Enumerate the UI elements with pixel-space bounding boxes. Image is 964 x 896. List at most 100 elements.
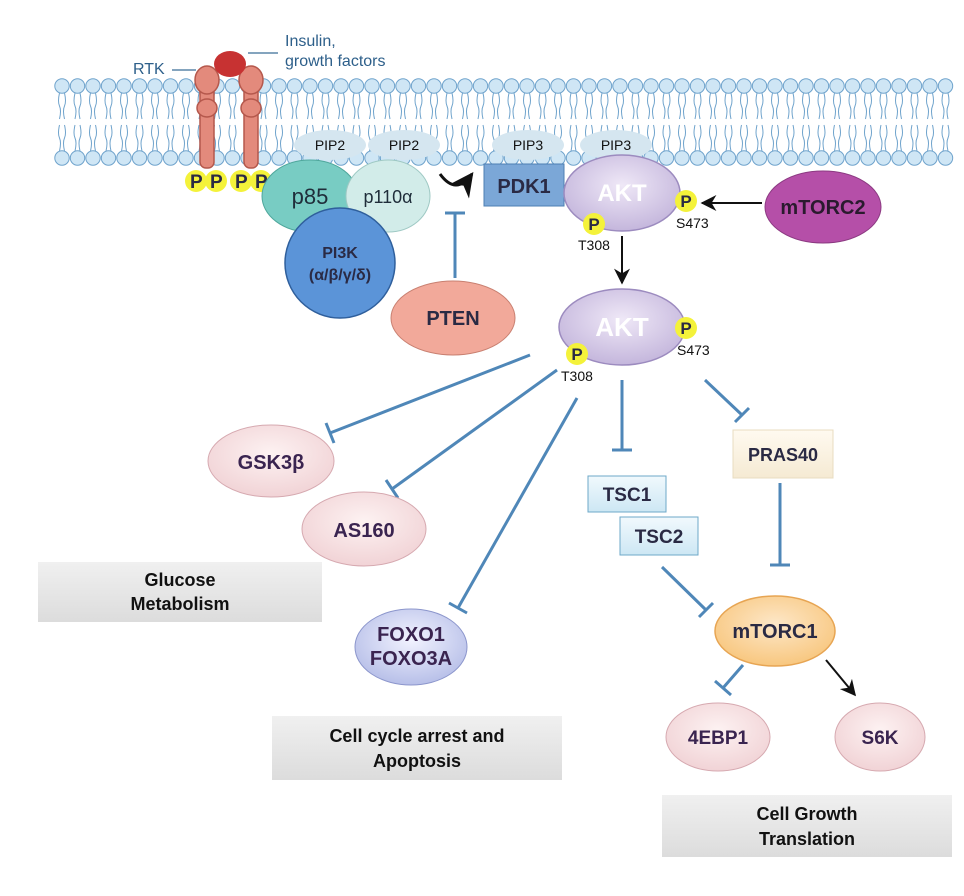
pi3k-complex xyxy=(284,207,396,319)
lipid-head xyxy=(782,78,799,94)
lipid-head xyxy=(69,78,86,94)
lipid-tail xyxy=(786,92,790,120)
mtorc1-node xyxy=(714,595,836,667)
lipid-head xyxy=(891,150,907,166)
lipid-tail xyxy=(430,92,433,120)
lipid-tail xyxy=(724,124,728,152)
phospho-badge xyxy=(185,170,207,192)
lipid-tail xyxy=(275,92,278,120)
lipid-head xyxy=(441,150,458,166)
lipid-tail xyxy=(600,92,604,120)
lipid-tail xyxy=(264,124,268,152)
lipid-tail xyxy=(678,124,681,152)
lipid-head xyxy=(457,150,473,166)
lipid-tail xyxy=(171,92,175,120)
lipid-tail xyxy=(931,124,934,152)
apoptosis-line1: Cell cycle arrest and xyxy=(329,726,504,746)
apoptosis-line2: Apoptosis xyxy=(373,751,461,771)
lipid-tail xyxy=(941,124,945,152)
lipid-head xyxy=(395,78,411,94)
lipid-tail xyxy=(135,124,139,152)
rtk-receptor xyxy=(194,65,264,169)
lipid-tail xyxy=(435,92,438,120)
akt-membrane-label: AKT xyxy=(597,180,647,207)
lipid-tail xyxy=(450,124,454,152)
lipid-tail xyxy=(445,92,449,120)
growth-line2: Translation xyxy=(759,829,855,849)
pip3-lipid xyxy=(580,130,652,160)
lipid-head xyxy=(348,78,365,94)
lipid-head xyxy=(550,78,566,94)
pdk1-box xyxy=(483,163,565,207)
lipid-head xyxy=(674,78,690,94)
pdk1-label: PDK1 xyxy=(497,176,550,198)
lipid-tail xyxy=(187,92,190,120)
lipid-tail xyxy=(104,92,108,120)
lipid-tail xyxy=(120,124,123,152)
lipid-tail xyxy=(73,92,77,120)
lipid-head xyxy=(472,150,489,166)
lipid-tail xyxy=(864,92,867,120)
lipid-tail xyxy=(926,92,929,120)
lipid-tail xyxy=(357,92,361,120)
lipid-tail xyxy=(895,92,898,120)
lipid-head xyxy=(286,78,303,94)
lipid-head xyxy=(829,150,845,166)
4ebp1-node xyxy=(665,702,771,772)
lipid-tail xyxy=(120,92,123,120)
lipid-tail xyxy=(306,92,309,120)
lipid-tail xyxy=(667,124,671,152)
lipid-tail xyxy=(481,124,485,152)
lipid-tail xyxy=(884,124,888,152)
lipid-tail xyxy=(543,92,547,120)
lipid-head xyxy=(100,78,117,94)
lipid-tail xyxy=(492,92,495,120)
lipid-tail xyxy=(476,92,480,120)
lipid-tail xyxy=(233,124,237,152)
pip3-label-a: PIP3 xyxy=(513,137,544,153)
glucose-metabolism-box xyxy=(38,562,322,622)
lipid-tail xyxy=(125,124,128,152)
lipid-tail xyxy=(352,92,356,120)
lipid-tail xyxy=(590,92,593,120)
lipid-tail xyxy=(698,92,702,120)
lipid-tail xyxy=(838,92,841,120)
lipid-head xyxy=(844,78,861,94)
lipid-tail xyxy=(915,124,919,152)
lipid-head xyxy=(302,78,318,94)
phospho-label: P xyxy=(680,319,691,338)
lipid-tail xyxy=(481,92,485,120)
akt-active-label: AKT xyxy=(595,312,649,342)
lipid-tail xyxy=(171,124,175,152)
lipid-head xyxy=(224,150,241,166)
lipid-head xyxy=(798,150,814,166)
lipid-tail xyxy=(900,124,903,152)
lipid-head xyxy=(844,150,861,166)
lipid-head xyxy=(457,78,473,94)
lipid-tail xyxy=(295,92,299,120)
lipid-tail xyxy=(869,124,872,152)
lipid-tail xyxy=(507,92,511,120)
lipid-head xyxy=(782,150,799,166)
lipid-tail xyxy=(740,92,743,120)
lipid-tail xyxy=(652,124,655,152)
lipid-tail xyxy=(342,92,345,120)
lipid-tail xyxy=(574,124,578,152)
lipid-tail xyxy=(280,124,283,152)
lipid-tail xyxy=(58,124,61,152)
akt-membrane-s473: S473 xyxy=(676,215,709,231)
lipid-tail xyxy=(109,124,113,152)
tsc-to-mtorc1-bar xyxy=(697,601,715,619)
lipid-head xyxy=(379,78,396,94)
phospho-badge-s473 xyxy=(675,317,697,339)
akt-inhibition-edges xyxy=(324,353,790,697)
pras40-label: PRAS40 xyxy=(748,445,818,465)
lipid-tail xyxy=(78,124,82,152)
lipid-tail xyxy=(946,92,950,120)
lipid-tail xyxy=(652,92,655,120)
lipid-tail xyxy=(838,124,841,152)
akt-active-t308: T308 xyxy=(561,368,593,384)
lipid-head xyxy=(891,78,907,94)
lipid-head xyxy=(162,150,179,166)
